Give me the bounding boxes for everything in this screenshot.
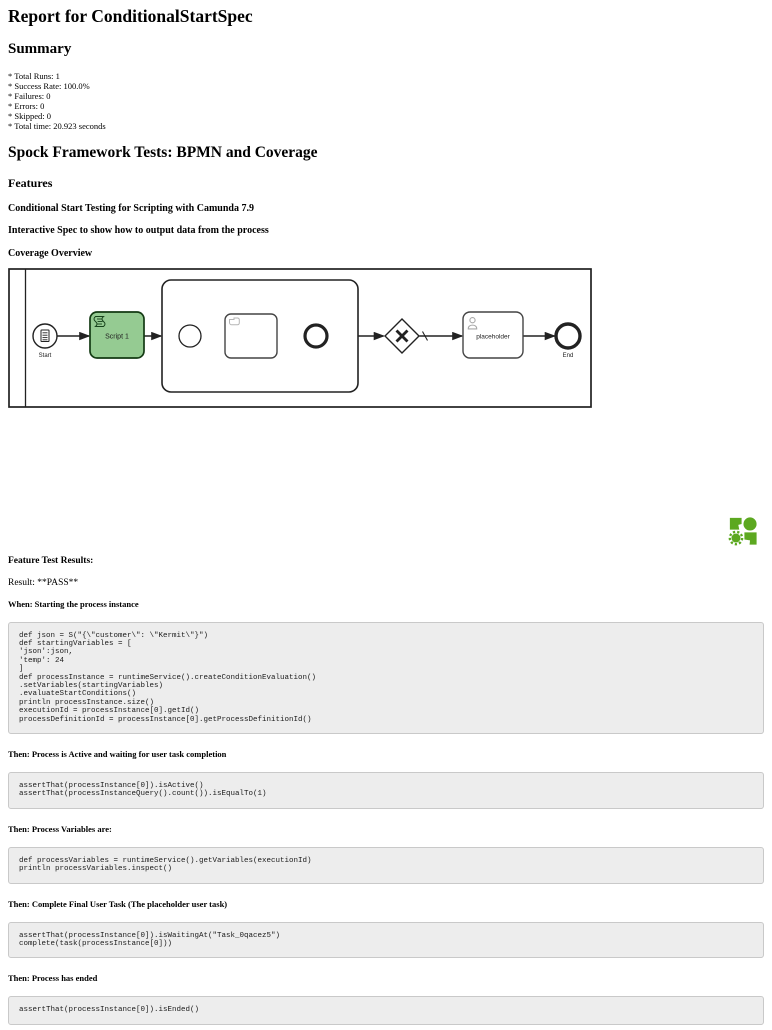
feature-results-heading: Feature Test Results: — [8, 555, 94, 566]
start-event: Start — [32, 322, 58, 359]
xor-gateway — [384, 317, 420, 354]
step-code-block: assertThat(processInstance[0]).isWaiting… — [8, 921, 764, 959]
process-pool — [8, 267, 592, 408]
test-step: Then: Process has ended assertThat(proce… — [8, 973, 764, 1025]
summary-line-errors: * Errors: 0 — [8, 101, 45, 111]
script-icon — [93, 315, 106, 327]
feature-results-section: Feature Test Results: Result: **PASS** W… — [8, 556, 764, 1025]
step-label: Then: Process has ended — [8, 973, 98, 984]
manual-task-icon — [229, 317, 240, 325]
script-task-label: Script 1 — [105, 333, 129, 340]
feature-item-interactive-spec: Interactive Spec to show how to output d… — [8, 225, 269, 236]
test-step: Then: Process is Active and waiting for … — [8, 748, 764, 809]
end-event: End — [554, 321, 582, 359]
report-page: Report for ConditionalStartSpec Summary … — [0, 6, 772, 1025]
subprocess — [161, 278, 359, 393]
user-icon — [467, 316, 478, 329]
camunda-logo-icon — [728, 515, 758, 547]
coverage-overview-heading: Coverage Overview — [8, 247, 93, 259]
xor-gateway-x-icon — [395, 329, 409, 342]
placeholder-task-label: placeholder — [476, 333, 510, 340]
step-label: Then: Complete Final User Task (The plac… — [8, 898, 228, 909]
placeholder-user-task: placeholder — [462, 310, 524, 359]
summary-list: * Total Runs: 1 * Success Rate: 100.0% *… — [8, 71, 764, 131]
result-line: Result: **PASS** — [8, 577, 79, 588]
summary-line-success-rate: * Success Rate: 100.0% — [8, 81, 90, 91]
feature-item-conditional-start: Conditional Start Testing for Scripting … — [8, 202, 254, 214]
spock-section-heading: Spock Framework Tests: BPMN and Coverage — [8, 144, 318, 161]
subprocess-start-event — [178, 323, 202, 348]
step-code-block: def processVariables = runtimeService().… — [8, 846, 764, 884]
default-flow-marker — [422, 330, 428, 341]
subprocess-task — [224, 312, 278, 359]
report-title: Report for ConditionalStartSpec — [8, 6, 253, 26]
step-code-block: assertThat(processInstance[0]).isEnded() — [8, 996, 764, 1025]
summary-line-skipped: * Skipped: 0 — [8, 111, 51, 121]
step-code-block: assertThat(processInstance[0]).isActive(… — [8, 771, 764, 809]
bpmn-coverage-diagram: Start Script 1 — [8, 267, 592, 408]
step-code-block: def json = S("{\"customer\": \"Kermit\"}… — [8, 621, 764, 734]
test-steps: When: Starting the process instance def … — [8, 598, 764, 1025]
end-event-label: End — [563, 353, 574, 359]
summary-line-failures: * Failures: 0 — [8, 91, 51, 101]
start-event-label: Start — [39, 353, 52, 359]
summary-line-total-runs: * Total Runs: 1 — [8, 71, 60, 81]
summary-heading: Summary — [8, 41, 72, 57]
summary-line-total-time: * Total time: 20.923 seconds — [8, 121, 106, 131]
subprocess-end-event — [303, 322, 329, 349]
conditional-start-icon — [40, 329, 50, 342]
step-label: Then: Process is Active and waiting for … — [8, 748, 227, 759]
test-step: Then: Complete Final User Task (The plac… — [8, 898, 764, 959]
step-label: Then: Process Variables are: — [8, 823, 112, 834]
step-label: When: Starting the process instance — [8, 598, 139, 609]
test-step: When: Starting the process instance def … — [8, 598, 764, 734]
features-heading: Features — [8, 176, 53, 190]
test-step: Then: Process Variables are: def process… — [8, 823, 764, 884]
bpmn-diagram-svg: Start Script 1 — [8, 267, 592, 408]
script-task: Script 1 — [89, 310, 145, 359]
